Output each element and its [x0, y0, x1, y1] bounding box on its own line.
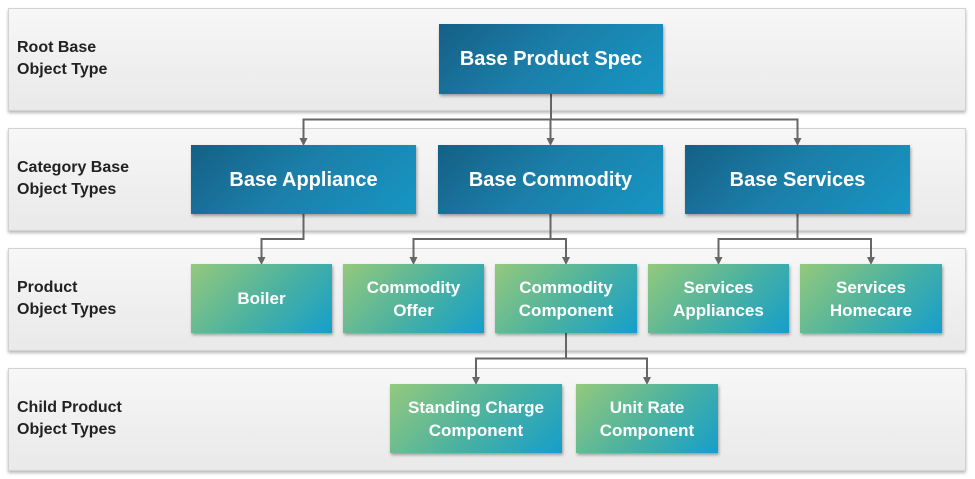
- connector-appliance-to-boiler: [257, 214, 305, 265]
- node-label: Base Product Spec: [459, 48, 643, 70]
- node-services-appliances[interactable]: Services Appliances: [648, 264, 789, 333]
- node-label: Base Commodity: [468, 168, 633, 191]
- node-base-product-spec[interactable]: Base Product Spec: [439, 24, 663, 94]
- level-label-product: Product Object Types: [17, 279, 117, 318]
- node-base-commodity[interactable]: Base Commodity: [438, 145, 663, 214]
- node-base-appliance[interactable]: Base Appliance: [191, 145, 416, 214]
- connector-commodity_component-to-standing_charge: [472, 333, 567, 385]
- node-label: Commodity Offer: [366, 277, 461, 320]
- node-label: Unit Rate Component: [599, 397, 695, 440]
- level-label-category: Category Base Object Types: [17, 159, 130, 198]
- node-label: Standing Charge Component: [407, 397, 544, 440]
- node-commodity-component[interactable]: Commodity Component: [495, 264, 637, 333]
- node-standing-charge-component[interactable]: Standing Charge Component: [390, 384, 562, 453]
- level-label-child: Child Product Object Types: [17, 399, 122, 438]
- connector-root-to-services: [550, 94, 802, 146]
- node-base-services[interactable]: Base Services: [685, 145, 910, 214]
- node-label: Boiler: [237, 289, 286, 308]
- node-label: Services Homecare: [829, 277, 913, 320]
- node-commodity-offer[interactable]: Commodity Offer: [343, 264, 484, 333]
- node-unit-rate-component[interactable]: Unit Rate Component: [576, 384, 718, 453]
- node-label: Base Services: [729, 168, 866, 191]
- connector-commodity_component-to-unit_rate: [565, 333, 651, 385]
- connector-services-to-services_homecare: [796, 214, 875, 265]
- connector-services-to-services_appliances: [714, 214, 799, 265]
- node-label: Commodity Component: [518, 277, 614, 320]
- connector-commodity-to-commodity_component: [549, 214, 570, 265]
- connector-root-to-appliance: [299, 94, 552, 146]
- node-label: Base Appliance: [229, 168, 378, 191]
- connector-commodity-to-commodity_offer: [409, 214, 552, 265]
- node-boiler[interactable]: Boiler: [191, 264, 332, 333]
- node-services-homecare[interactable]: Services Homecare: [800, 264, 942, 333]
- node-label: Services Appliances: [673, 277, 764, 320]
- level-label-root: Root Base Object Type: [17, 39, 108, 78]
